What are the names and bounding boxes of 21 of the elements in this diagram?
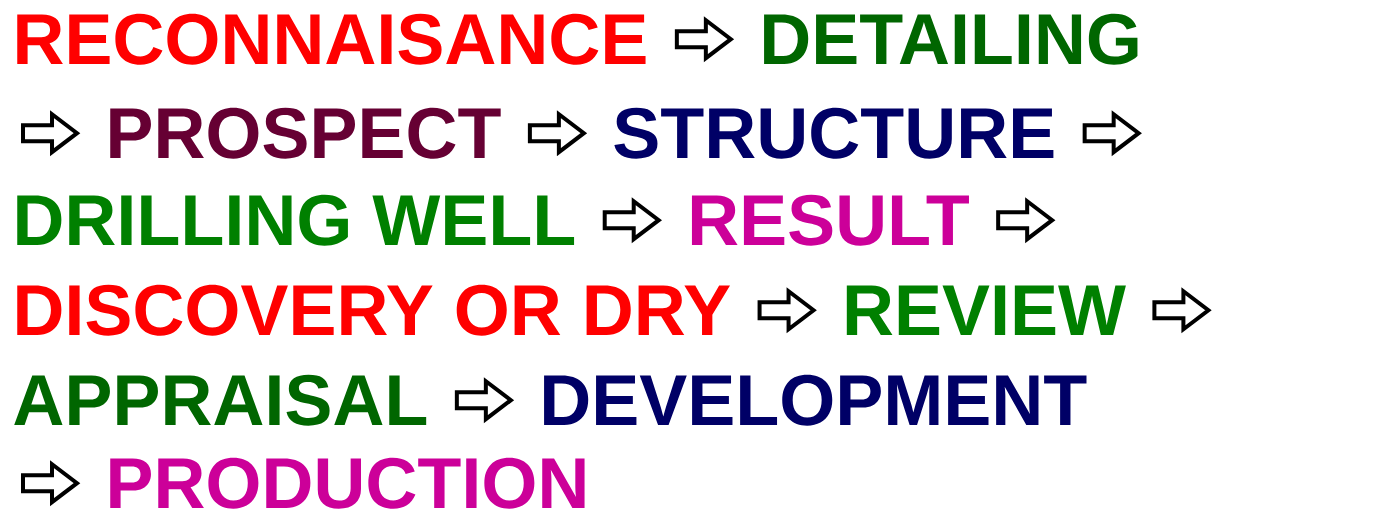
block-arrow bbox=[454, 377, 515, 424]
step-label: APPRAISAL bbox=[14, 374, 427, 426]
block-arrow bbox=[757, 287, 817, 334]
step-label: DISCOVERY OR DRY bbox=[17, 284, 730, 336]
block-arrow bbox=[21, 110, 81, 157]
block-arrow bbox=[1152, 287, 1212, 334]
step-label: RESULT bbox=[691, 194, 969, 246]
block-arrow bbox=[674, 16, 735, 63]
block-arrow bbox=[21, 460, 81, 507]
step-label: DETAILING bbox=[764, 13, 1138, 65]
step-label: PROSPECT bbox=[110, 107, 501, 159]
step-label: DRILLING WELL bbox=[17, 194, 575, 246]
step-label: PRODUCTION bbox=[110, 457, 585, 509]
step-label: RECONNAISANCE bbox=[17, 13, 646, 65]
step-label: REVIEW bbox=[846, 285, 1126, 335]
block-arrow bbox=[1082, 110, 1142, 157]
block-arrow bbox=[996, 197, 1056, 244]
block-arrow bbox=[602, 197, 662, 244]
step-label: STRUCTURE bbox=[614, 107, 1054, 159]
block-arrow bbox=[527, 110, 588, 157]
step-label: DEVELOPMENT bbox=[544, 374, 1087, 426]
